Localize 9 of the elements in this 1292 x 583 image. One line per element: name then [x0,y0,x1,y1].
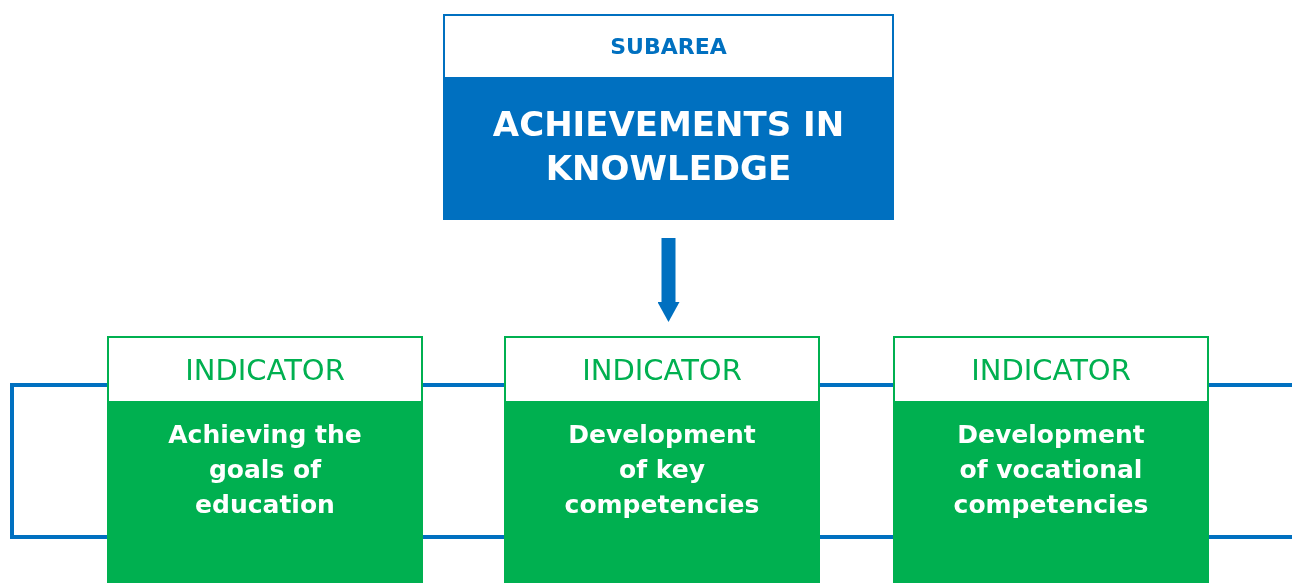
box-heading: INDICATOR [971,352,1131,387]
box-title: Achieving the goals of education [167,419,363,521]
box-heading: INDICATOR [185,352,345,387]
box-title: ACHIEVEMENTS IN KNOWLEDGE [491,102,846,190]
box-heading: SUBAREA [610,34,727,59]
down-arrow [657,238,680,322]
box-title: Development of key competencies [563,419,761,521]
box-title: Development of vocational competencies [952,419,1150,521]
box-heading: INDICATOR [582,352,742,387]
